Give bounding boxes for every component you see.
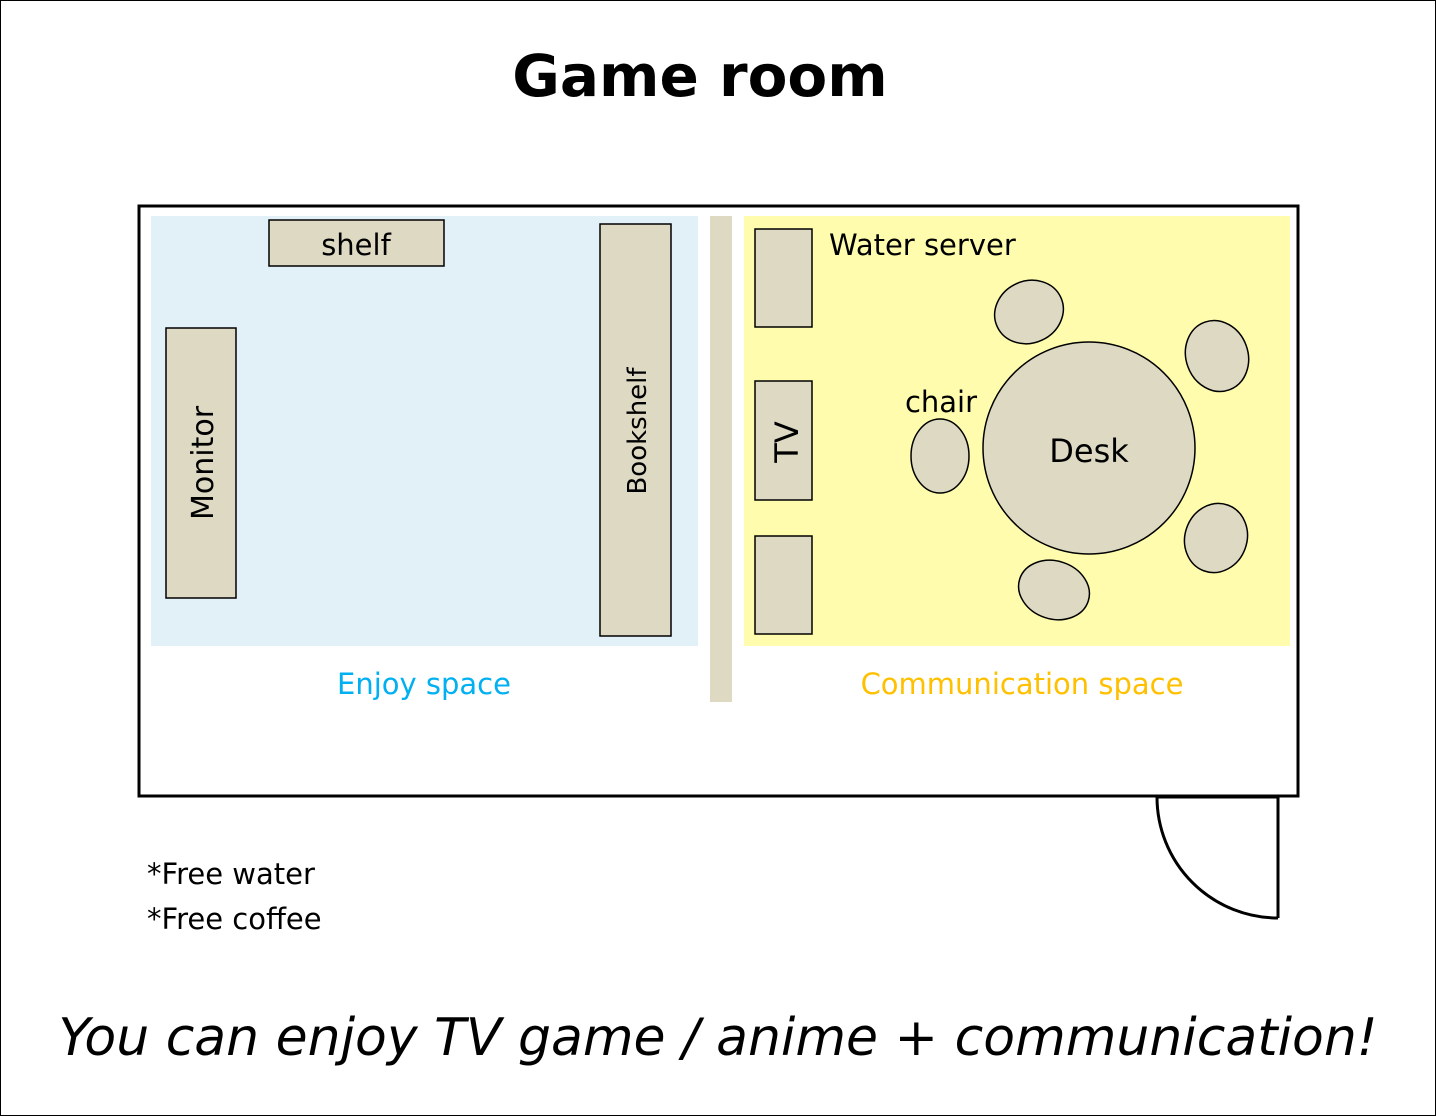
- communication-space-label: Communication space: [861, 667, 1184, 701]
- desk: [982, 341, 1196, 555]
- chair: [993, 279, 1065, 345]
- desk-label: Desk: [1049, 432, 1129, 470]
- bookshelf-label: Bookshelf: [623, 367, 653, 495]
- note-free-coffee: *Free coffee: [147, 902, 322, 936]
- enjoy-space-label: Enjoy space: [337, 667, 511, 701]
- monitor-label: Monitor: [186, 405, 221, 520]
- partition-wall: [710, 216, 732, 702]
- door: [1155, 795, 1280, 920]
- chair-label: chair: [905, 385, 977, 419]
- tagline: You can enjoy TV game / anime + communic…: [58, 1008, 1377, 1068]
- water-server-label: Water server: [829, 228, 1016, 262]
- shelf-label: shelf: [321, 228, 391, 262]
- chair: [1017, 559, 1091, 621]
- page-title: Game room: [512, 42, 887, 110]
- tv: [754, 380, 813, 501]
- shelf: [268, 219, 445, 267]
- note-free-water: *Free water: [147, 857, 315, 891]
- chair: [910, 418, 970, 494]
- chair: [1184, 319, 1250, 393]
- cabinet: [754, 535, 813, 635]
- monitor: [165, 327, 237, 599]
- bookshelf: [599, 223, 672, 637]
- tv-label: TV: [768, 421, 806, 464]
- water-server: [754, 228, 813, 328]
- chair: [1183, 502, 1249, 574]
